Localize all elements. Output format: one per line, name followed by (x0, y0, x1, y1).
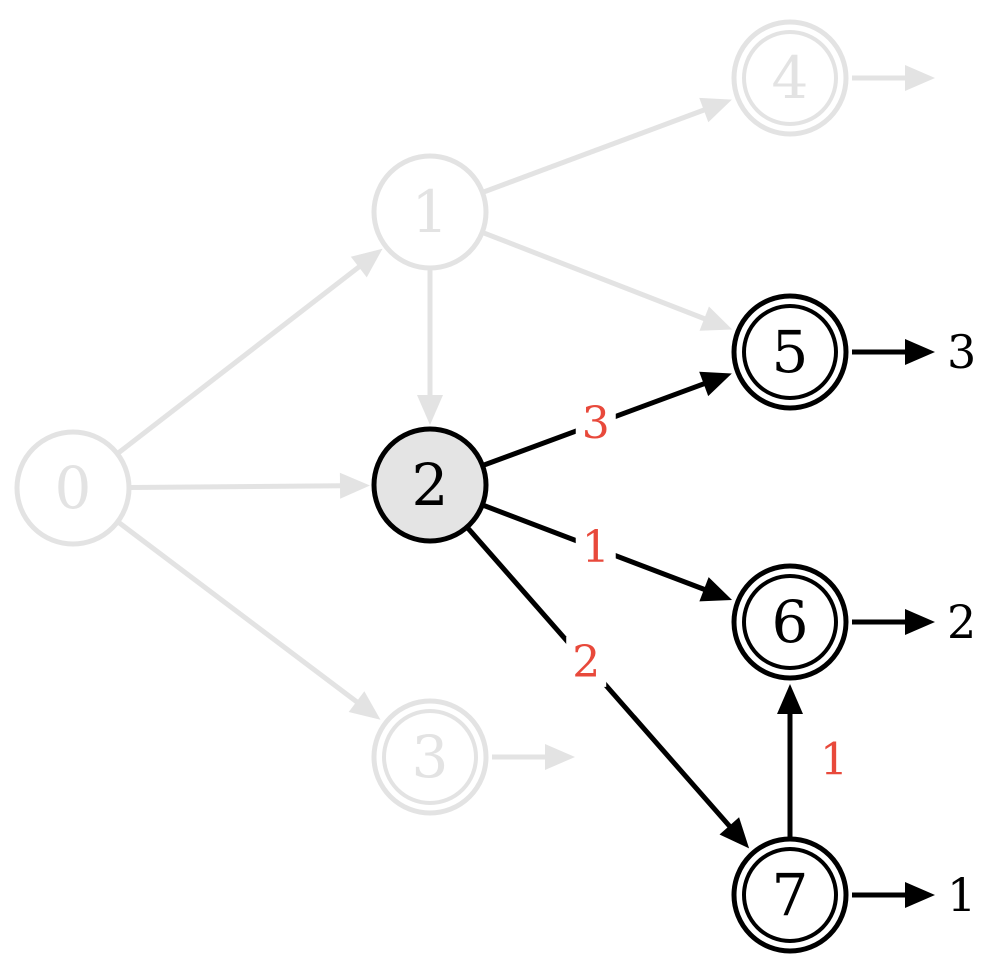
edge-7-6 (777, 684, 803, 837)
edge-1-4-line (483, 107, 707, 195)
edge-0-1 (117, 248, 383, 455)
node-7-circle (731, 836, 849, 954)
edge-1-2 (417, 270, 443, 425)
nodes: 0 1 2 3 4 5 6 7 (14, 19, 849, 954)
node-2-circle (371, 426, 489, 544)
node-5: 5 (731, 293, 849, 411)
output-arrow-4-arrowhead (905, 65, 935, 91)
node-6: 6 (731, 563, 849, 681)
node-0-circle (14, 429, 132, 547)
node-0-label: 0 (55, 454, 92, 522)
edge-1-4 (483, 97, 732, 195)
edge-0-2 (130, 472, 371, 499)
node-3: 3 (371, 698, 489, 816)
node-1-circle (371, 153, 489, 271)
node-7-label: 7 (772, 861, 809, 929)
output-arrow-4 (852, 65, 935, 91)
node-7: 7 (731, 836, 849, 954)
edge-1-4-arrowhead (699, 97, 732, 123)
edge-weight-bg-2-7 (566, 636, 607, 687)
edge-0-1-arrowhead (350, 248, 383, 278)
output-arrow-5 (852, 339, 935, 365)
edge-0-2-arrowhead (339, 472, 371, 499)
output-arrow-7 (852, 882, 935, 908)
edge-2-6-arrowhead (699, 577, 733, 602)
edge-1-5-arrowhead (699, 306, 733, 331)
node-6-circle (731, 563, 849, 681)
node-7-accept-ring (742, 847, 838, 943)
node-4-circle (731, 19, 849, 137)
edge-0-1-line (117, 263, 362, 455)
output-arrows: 3 2 1 (492, 65, 976, 922)
edge-7-6-arrowhead (777, 684, 803, 714)
node-2-label: 2 (412, 451, 449, 519)
output-value-7: 1 (947, 868, 976, 922)
node-5-circle (731, 293, 849, 411)
output-value-5: 3 (947, 325, 976, 379)
node-1: 1 (371, 153, 489, 271)
node-3-label: 3 (412, 723, 449, 791)
node-4-accept-ring (742, 30, 838, 126)
edge-weight-bg-2-6 (575, 522, 616, 573)
output-arrow-3 (492, 744, 575, 770)
edge-1-5 (483, 230, 733, 331)
output-value-6: 2 (947, 595, 976, 649)
edge-weight-2-6: 1 (582, 522, 610, 573)
edge-weight-bg-2-5 (575, 397, 616, 448)
edge-0-3-arrowhead (348, 691, 381, 720)
node-6-label: 6 (772, 588, 809, 656)
node-4-label: 4 (772, 44, 809, 112)
edge-1-5-line (483, 230, 708, 322)
output-arrow-6-arrowhead (905, 609, 935, 635)
edge-2-7-arrowhead (719, 817, 750, 849)
edge-weights: 3 1 2 1 (566, 397, 848, 786)
edge-0-3-line (117, 520, 360, 705)
edge-0-3 (117, 520, 381, 720)
node-6-accept-ring (742, 574, 838, 670)
edges (117, 97, 803, 849)
output-arrow-3-arrowhead (545, 744, 575, 770)
output-arrow-7-arrowhead (905, 882, 935, 908)
node-3-accept-ring (382, 709, 478, 805)
output-arrow-5-arrowhead (905, 339, 935, 365)
edge-weight-2-7: 2 (572, 637, 600, 688)
edge-weight-2-5: 3 (582, 398, 610, 449)
edge-2-5-arrowhead (699, 371, 732, 397)
node-2: 2 (371, 426, 489, 544)
node-5-accept-ring (742, 304, 838, 400)
output-arrow-6 (852, 609, 935, 635)
node-0: 0 (14, 429, 132, 547)
node-5-label: 5 (772, 318, 809, 386)
node-1-label: 1 (412, 178, 449, 246)
edge-1-2-arrowhead (417, 395, 443, 425)
node-4: 4 (731, 19, 849, 137)
edge-0-2-line (130, 483, 343, 491)
edge-weight-7-6: 1 (820, 735, 848, 786)
node-3-circle (371, 698, 489, 816)
